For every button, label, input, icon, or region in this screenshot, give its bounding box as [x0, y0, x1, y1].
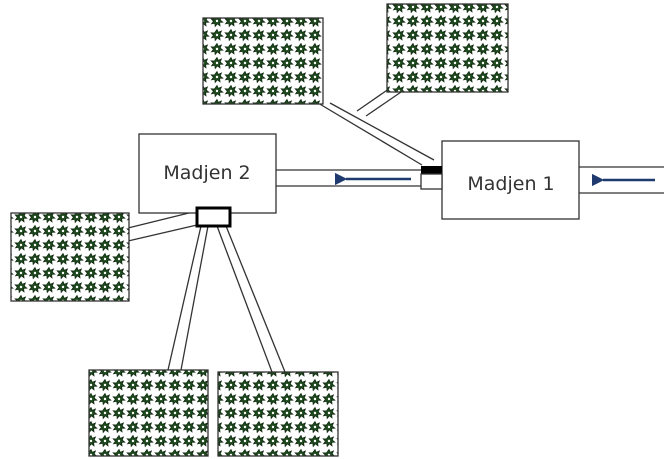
madjen-1-box — [441, 140, 580, 220]
channel-to-left-field — [127, 210, 198, 242]
madjen-2-box — [138, 133, 277, 214]
transfer-channel — [276, 169, 422, 187]
junction-madjen-1 — [420, 166, 443, 190]
field-bottom-right — [217, 371, 339, 457]
field-top-left — [202, 17, 324, 105]
channels — [127, 83, 664, 373]
gate-madjen-1-bottom — [420, 173, 443, 190]
junction-madjen-2 — [195, 206, 232, 228]
channel-to-bottom-left-field — [167, 225, 209, 371]
madjen-1-label: Madjen 1 — [467, 173, 554, 195]
fields — [10, 3, 509, 457]
field-top-right — [386, 3, 509, 93]
field-bottom-left — [88, 369, 209, 457]
channel-to-bottom-right-field — [216, 225, 286, 373]
madjen-2-label: Madjen 2 — [163, 162, 250, 184]
gate-madjen-1-top — [421, 166, 442, 174]
flow-arrows — [334, 172, 655, 187]
channel-to-top-left-field — [317, 102, 435, 166]
node-madjen-1: Madjen 1 — [441, 140, 580, 220]
node-madjen-2: Madjen 2 — [138, 133, 277, 214]
gate-madjen-2 — [195, 206, 232, 228]
field-left — [10, 212, 130, 302]
inflow-channel — [579, 166, 664, 194]
